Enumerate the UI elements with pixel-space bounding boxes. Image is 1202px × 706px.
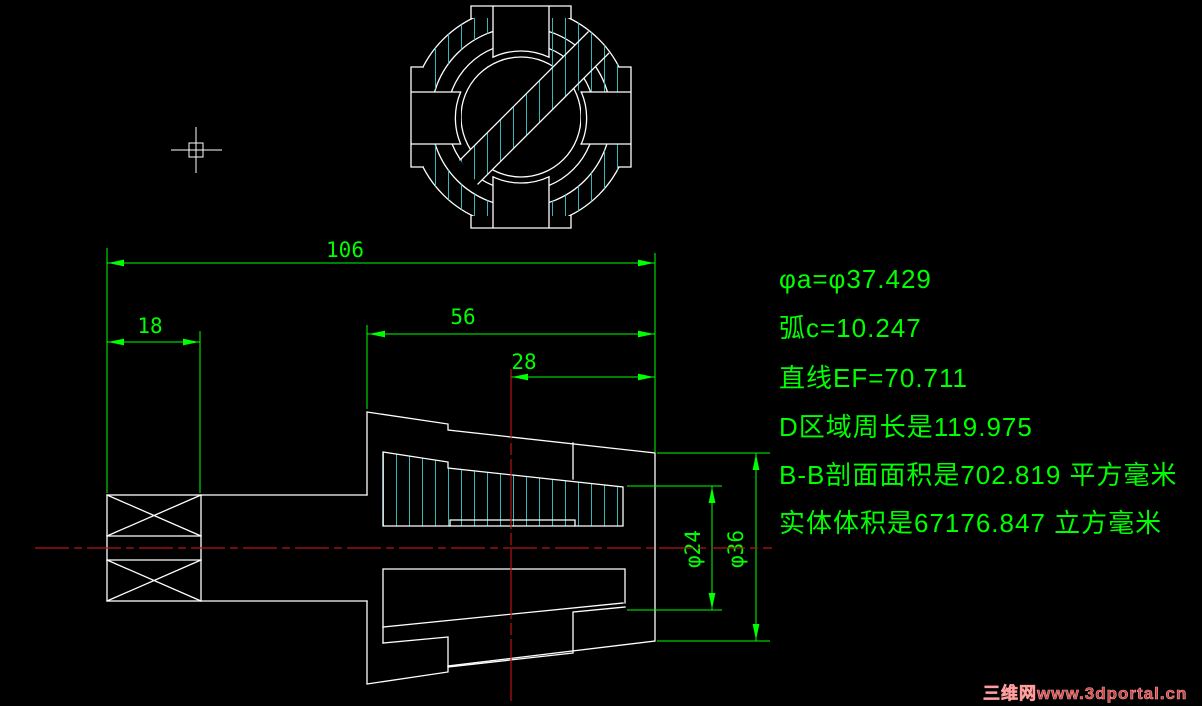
extension-lines xyxy=(106,248,770,642)
diagonal-band-hatch xyxy=(460,31,610,184)
front-view[interactable] xyxy=(106,411,656,685)
cone-outline xyxy=(366,411,656,685)
cone-hatch xyxy=(383,452,623,526)
annotation-line: D区域周长是119.975 xyxy=(779,412,1033,442)
dim-value-d24: φ24 xyxy=(681,530,705,568)
slot-north[interactable] xyxy=(470,2,572,59)
pickbox xyxy=(188,142,204,158)
crosshair-cursor xyxy=(171,127,222,173)
annotation-line: φa=φ37.429 xyxy=(779,264,932,294)
top-view[interactable] xyxy=(409,2,633,230)
annotation-line: 直线EF=70.711 xyxy=(779,363,968,393)
annotation-line: B-B剖面面积是702.819 平方毫米 xyxy=(779,460,1178,490)
measurement-text-block: φa=φ37.429 弧c=10.247 直线EF=70.711 D区域周长是1… xyxy=(779,264,1178,538)
annotation-line: 实体体积是67176.847 立方毫米 xyxy=(779,508,1162,538)
lower-half-lines[interactable] xyxy=(382,568,626,668)
dim-value-18: 18 xyxy=(137,314,162,338)
slot-east[interactable] xyxy=(580,66,633,168)
cross-symbol xyxy=(106,559,202,602)
slot-south[interactable] xyxy=(470,175,572,230)
cross-symbol xyxy=(106,494,202,537)
dim-value-d36: φ36 xyxy=(724,530,748,568)
dim-value-56: 56 xyxy=(450,305,475,329)
slot-west[interactable] xyxy=(409,66,462,168)
annotation-line: 弧c=10.247 xyxy=(779,313,922,343)
diagonal-band-edge[interactable] xyxy=(459,30,590,161)
bore-step xyxy=(449,519,576,527)
centerlines xyxy=(35,369,772,701)
dim-value-28: 28 xyxy=(511,350,536,374)
shaft-outline xyxy=(200,494,368,602)
diagonal-band-edge[interactable] xyxy=(477,51,611,185)
dim-value-106: 106 xyxy=(326,238,364,262)
watermark: 三维网www.3dportal.cn xyxy=(983,683,1187,703)
dimension-arrows xyxy=(108,259,760,640)
upper-bore-outline xyxy=(382,451,624,527)
dimension-annotations: 106 18 56 28 φ24 φ36 xyxy=(106,238,770,642)
